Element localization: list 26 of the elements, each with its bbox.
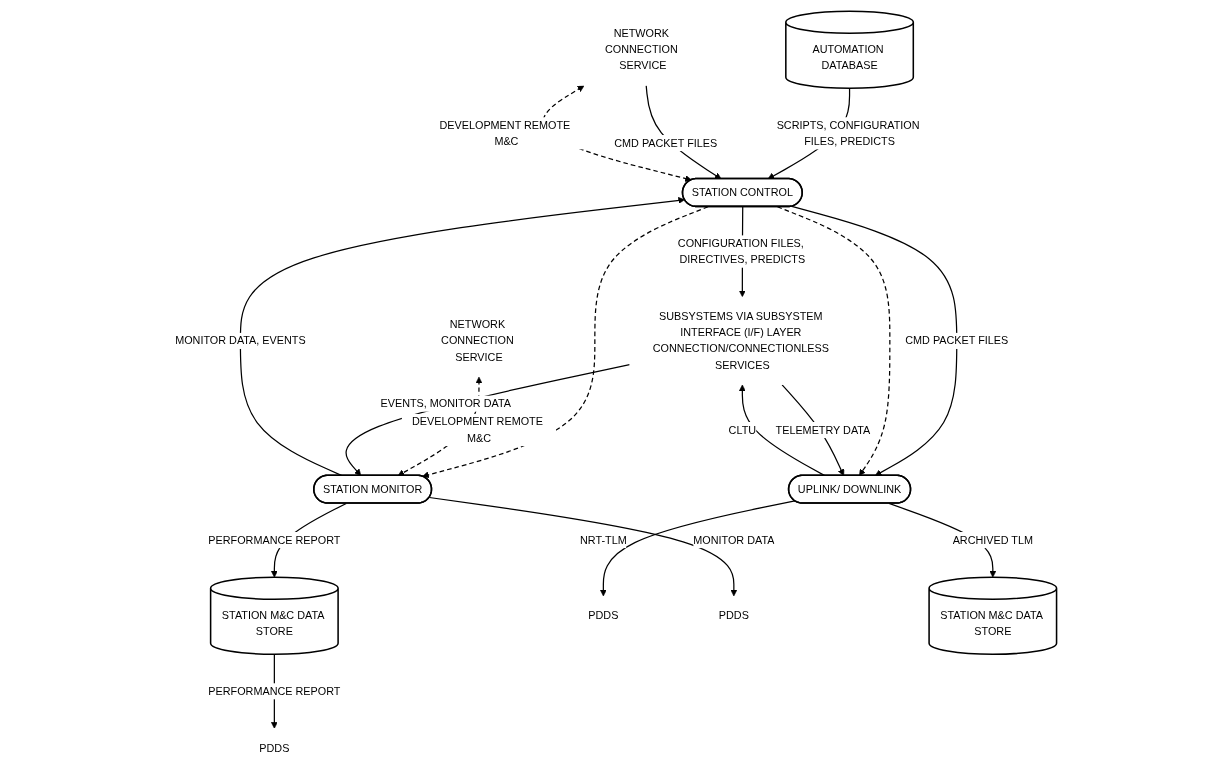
edge-label: PERFORMANCE REPORT bbox=[207, 533, 340, 546]
arrow bbox=[738, 384, 825, 477]
node-text: SUBSYSTEMS VIA SUBSYSTEM INTERFACE (I/F) LAYER CONNECTION/CONNECTIONLESS SERVICES bbox=[652, 309, 829, 371]
node-text: PDDS bbox=[718, 609, 749, 622]
node-text: NETWORK CONNECTION SERVICE bbox=[440, 318, 514, 363]
arrow bbox=[421, 206, 709, 479]
edge-label: DEVELOPMENT REMOTE M&C bbox=[439, 118, 570, 148]
edge-label: CONFIGURATION FILES, DIRECTIVES, PREDICTS bbox=[677, 236, 805, 266]
edge-label: SCRIPTS, CONFIGURATION FILES, PREDICTS bbox=[776, 118, 920, 148]
edge-label: CLTU bbox=[728, 423, 756, 436]
edge-label: CMD PACKET FILES bbox=[904, 334, 1008, 347]
edge-label: NRT-TLM bbox=[579, 533, 627, 546]
edge-label: EVENTS, MONITOR DATA bbox=[380, 397, 511, 410]
node-text: PDDS bbox=[587, 609, 619, 622]
edge-label: DEVELOPMENT REMOTE M&C bbox=[411, 415, 543, 444]
edge-label: PERFORMANCE REPORT bbox=[207, 684, 340, 698]
arrow bbox=[599, 500, 796, 597]
edge-label: MONITOR DATA, EVENTS bbox=[174, 334, 306, 347]
node-text: PDDS bbox=[258, 741, 290, 754]
edge-label: ARCHIVED TLM bbox=[952, 533, 1033, 546]
edge-label: TELEMETRY DATA bbox=[775, 423, 870, 436]
arrow bbox=[428, 496, 737, 597]
arrow bbox=[790, 205, 958, 476]
edge-label: MONITOR DATA bbox=[692, 533, 775, 546]
edge-label: CMD PACKET FILES bbox=[613, 136, 717, 149]
node-text: NETWORK CONNECTION SERVICE bbox=[604, 26, 678, 72]
